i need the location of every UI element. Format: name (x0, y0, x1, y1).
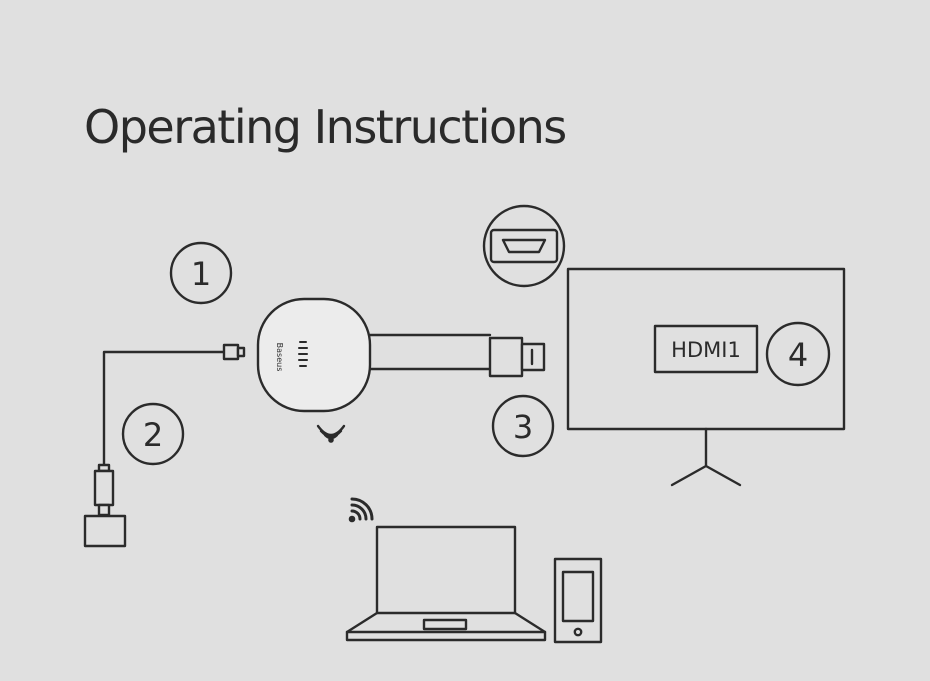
wifi-icon (348, 497, 374, 523)
step-1-number: 1 (191, 255, 211, 293)
step-3-marker: 3 (491, 394, 555, 458)
step-4-number: 4 (788, 336, 808, 374)
step-1-marker: 1 (169, 241, 233, 305)
power-adapter-icon (83, 514, 127, 548)
hdmi-input-label-box (653, 324, 759, 374)
page-title: Operating Instructions (84, 100, 567, 154)
step-4-marker: 4 (765, 321, 831, 387)
hdmi-plug-icon (488, 336, 546, 378)
dongle-led-indicator (298, 341, 308, 367)
device-brand-label: Baseus (275, 343, 284, 372)
step-2-number: 2 (143, 416, 163, 454)
usb-cable-icon (93, 343, 246, 517)
smartphone-icon (553, 557, 603, 644)
step-2-marker: 2 (121, 402, 185, 466)
tv-icon: HDMI1 (566, 267, 846, 487)
tv-input-label: HDMI1 (671, 338, 741, 362)
laptop-icon (345, 525, 547, 642)
wireless-signal-icon (316, 424, 346, 443)
step-3-number: 3 (513, 408, 533, 446)
hdmi-port-icon (482, 204, 566, 288)
dongle-icon: Baseus (256, 297, 492, 413)
